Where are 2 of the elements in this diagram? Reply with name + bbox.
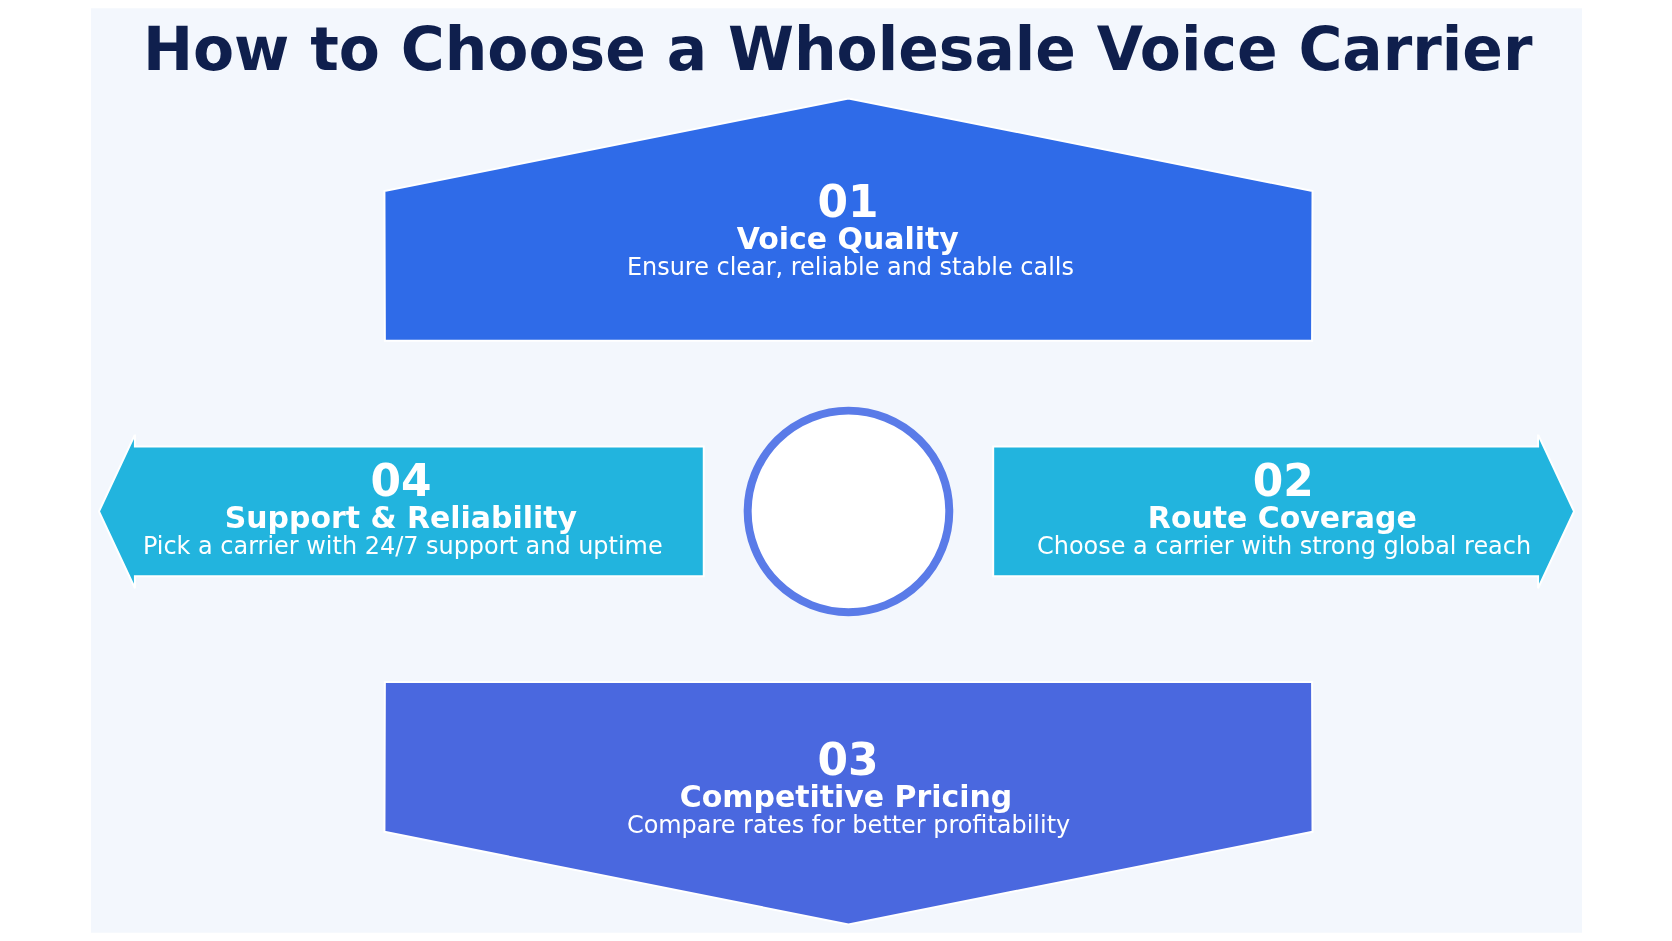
node-circle bbox=[743, 406, 953, 617]
diagram-title: How to Choose a Wholesale Voice Carrier bbox=[142, 14, 1532, 85]
